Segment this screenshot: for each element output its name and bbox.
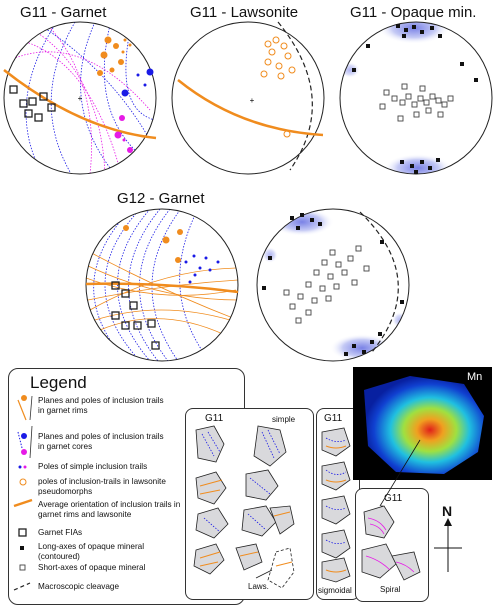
legend-lawsonite: poles of inclusion-trails in lawsonite p… — [38, 477, 166, 496]
title-g11-garnet: G11 - Garnet — [20, 4, 107, 21]
svg-text:+: + — [250, 96, 255, 105]
legend-cores: Planes and poles of inclusion trails in … — [38, 432, 164, 451]
legend-fia: Garnet FIAs — [38, 528, 83, 537]
title-g11-lawsonite: G11 - Lawsonite — [190, 4, 299, 21]
panel-sigmoidal-title: G11 — [324, 413, 343, 424]
mn-map-label: Mn — [467, 371, 483, 383]
title-g12-garnet: G12 - Garnet — [117, 190, 205, 207]
legend-long-axes: Long-axes of opaque mineral (contoured) — [38, 542, 145, 561]
panel-spiral-title: G11 — [384, 493, 403, 504]
svg-text:+: + — [78, 94, 83, 103]
legend-short-axes: Short-axes of opaque mineral — [38, 563, 146, 572]
title-g11-opaque: G11 - Opaque min. — [350, 4, 477, 21]
legend-rims: Planes and poles of inclusion trails in … — [38, 396, 164, 415]
compass-north-label: N — [442, 503, 453, 519]
panel-spiral — [355, 488, 429, 602]
panel-spiral-subtitle: Spiral — [380, 585, 401, 594]
panel-sigmoidal-subtitle: sigmoidal — [318, 586, 352, 595]
legend-average: Average orientation of inclusion trails … — [38, 500, 181, 519]
legend-cleavage: Macroscopic cleavage — [38, 582, 120, 591]
panel-simple-subtitle: simple — [272, 415, 296, 424]
panel-simple-laws-label: Laws. — [248, 582, 269, 591]
legend-title: Legend — [30, 373, 87, 392]
panel-simple-title: G11 — [205, 413, 224, 424]
legend-simple: Poles of simple inclusion trails — [38, 462, 148, 471]
